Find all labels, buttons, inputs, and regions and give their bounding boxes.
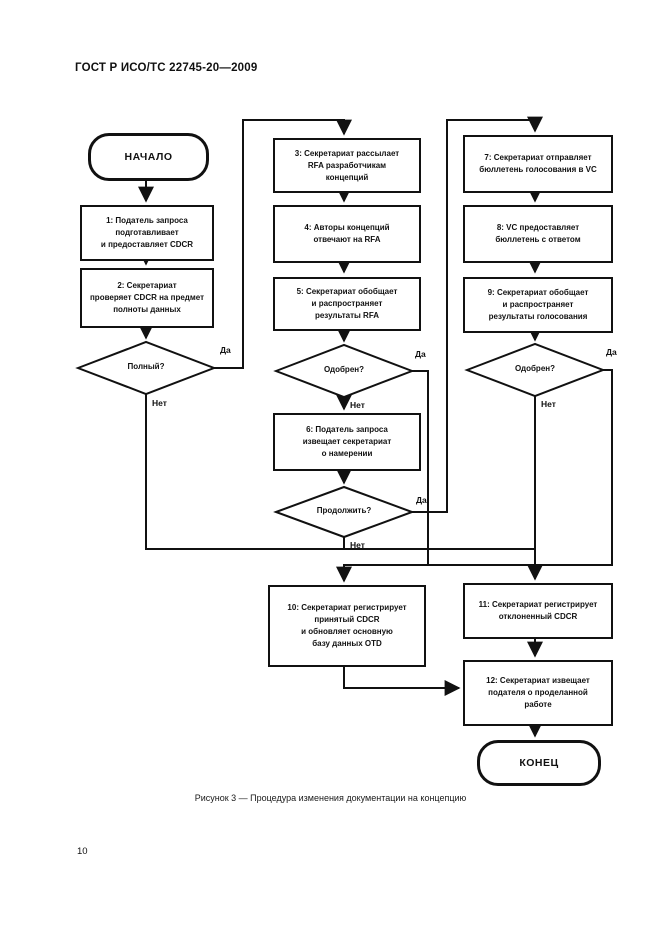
flow-box-9: 9: Секретариат обобщает и распространяет… xyxy=(463,277,613,333)
d3-yes-label: Да xyxy=(416,495,427,505)
d3-no-label: Нет xyxy=(350,540,365,550)
decision-prodolzhit-label: Продолжить? xyxy=(316,506,372,515)
d2-no-label: Нет xyxy=(350,400,365,410)
flow-box-6: 6: Податель запроса извещает секретариат… xyxy=(273,413,421,471)
decision-polnyj-shape xyxy=(75,340,217,396)
page-number: 10 xyxy=(77,846,88,857)
flow-start: НАЧАЛО xyxy=(88,133,209,181)
flow-box-8: 8: VC предоставляет бюллетень с ответом xyxy=(463,205,613,263)
edge-prodolzhit-yes xyxy=(412,116,543,513)
flow-box-12: 12: Секретариат извещает подателя о прод… xyxy=(463,660,613,726)
flow-box-10: 10: Секретариат регистрирует принятый CD… xyxy=(268,585,426,667)
d4-yes-label: Да xyxy=(606,347,617,357)
edge-polnyj-no xyxy=(145,394,535,550)
d1-yes-label: Да xyxy=(220,345,231,355)
flow-end: КОНЕЦ xyxy=(477,740,601,786)
decision-odobren-2-shape xyxy=(464,342,606,398)
flow-box-7: 7: Секретариат отправляет бюллетень голо… xyxy=(463,135,613,193)
decision-odobren-2-label: Одобрен? xyxy=(515,364,555,373)
document-header: ГОСТ Р ИСО/ТС 22745-20—2009 xyxy=(75,62,258,74)
edge-odobren1-yes xyxy=(412,370,429,565)
flow-box-3: 3: Секретариат рассылает RFA разработчик… xyxy=(273,138,421,193)
decision-polnyj-label: Полный? xyxy=(127,362,165,371)
decision-odobren-1-shape xyxy=(273,343,415,399)
decision-prodolzhit-shape xyxy=(273,485,415,539)
edge-polnyj-yes xyxy=(214,119,352,369)
decision-odobren-1-label: Одобрен? xyxy=(324,365,364,374)
edge-b10-b12 xyxy=(343,661,461,696)
edge-odobren2-yes xyxy=(336,369,613,583)
flow-box-2: 2: Секретариат проверяет CDCR на предмет… xyxy=(80,268,214,328)
flow-box-11: 11: Секретариат регистрирует отклоненный… xyxy=(463,583,613,639)
flow-box-5: 5: Секретариат обобщает и распространяет… xyxy=(273,277,421,331)
figure-caption: Рисунок 3 — Процедура изменения документ… xyxy=(194,793,467,803)
d1-no-label: Нет xyxy=(152,398,167,408)
d4-no-label: Нет xyxy=(541,399,556,409)
d2-yes-label: Да xyxy=(415,349,426,359)
flow-box-4: 4: Авторы концепций отвечают на RFA xyxy=(273,205,421,263)
flow-box-1: 1: Податель запроса подготавливает и пре… xyxy=(80,205,214,261)
